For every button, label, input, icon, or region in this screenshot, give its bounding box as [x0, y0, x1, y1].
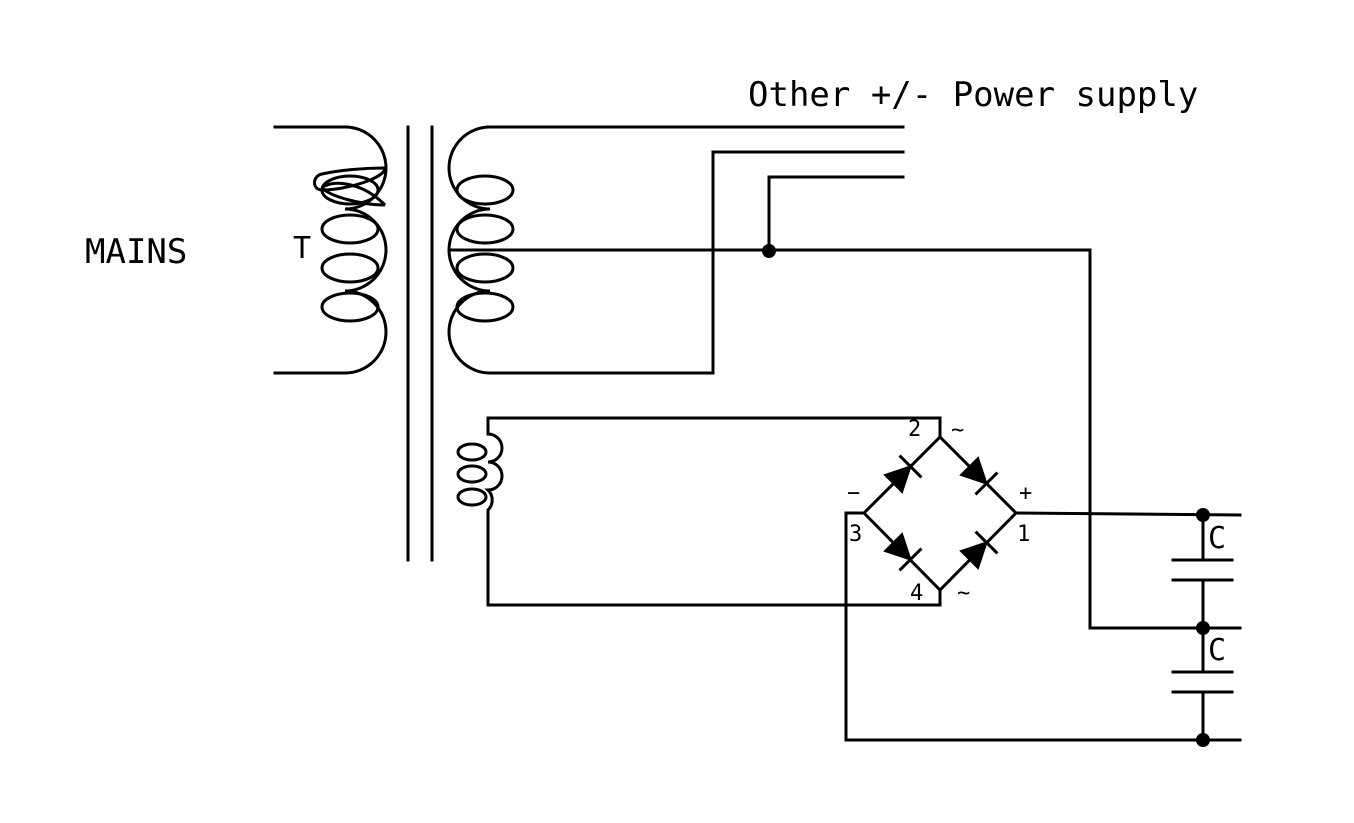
mains-label: MAINS [85, 232, 187, 272]
ac-bottom-label: ~ [957, 581, 970, 606]
other-supply-wires [561, 125, 905, 375]
junction-dot [1196, 508, 1210, 522]
secondary-winding [447, 125, 565, 375]
ac-top-label: ~ [951, 418, 964, 443]
transformer-core [406, 125, 434, 562]
capacitor-stack [1171, 508, 1234, 747]
primary-winding [273, 125, 388, 375]
pin-3-label: 3 [849, 522, 862, 547]
diode-d2 [959, 456, 999, 496]
junction-dot [1196, 621, 1210, 635]
plus-label: + [1019, 481, 1032, 506]
bridge-rectifier [861, 434, 1019, 593]
capacitor-bottom-label: C [1208, 633, 1226, 668]
diode-d1 [883, 454, 923, 494]
transformer-label: T [293, 231, 311, 266]
minus-label: − [847, 481, 860, 506]
diode-d4 [959, 530, 999, 570]
junction-dot [762, 244, 776, 258]
pin-2-label: 2 [908, 417, 921, 442]
pin-1-label: 1 [1017, 522, 1030, 547]
auxiliary-winding [456, 416, 504, 607]
diode-d3 [883, 532, 923, 572]
capacitor-top-label: C [1208, 521, 1226, 556]
title-label: Other +/- Power supply [748, 75, 1198, 115]
pin-4-label: 4 [910, 581, 923, 606]
junction-dot [1196, 733, 1210, 747]
bridge-input-wires [486, 416, 942, 607]
center-tap-wire [450, 244, 1242, 630]
